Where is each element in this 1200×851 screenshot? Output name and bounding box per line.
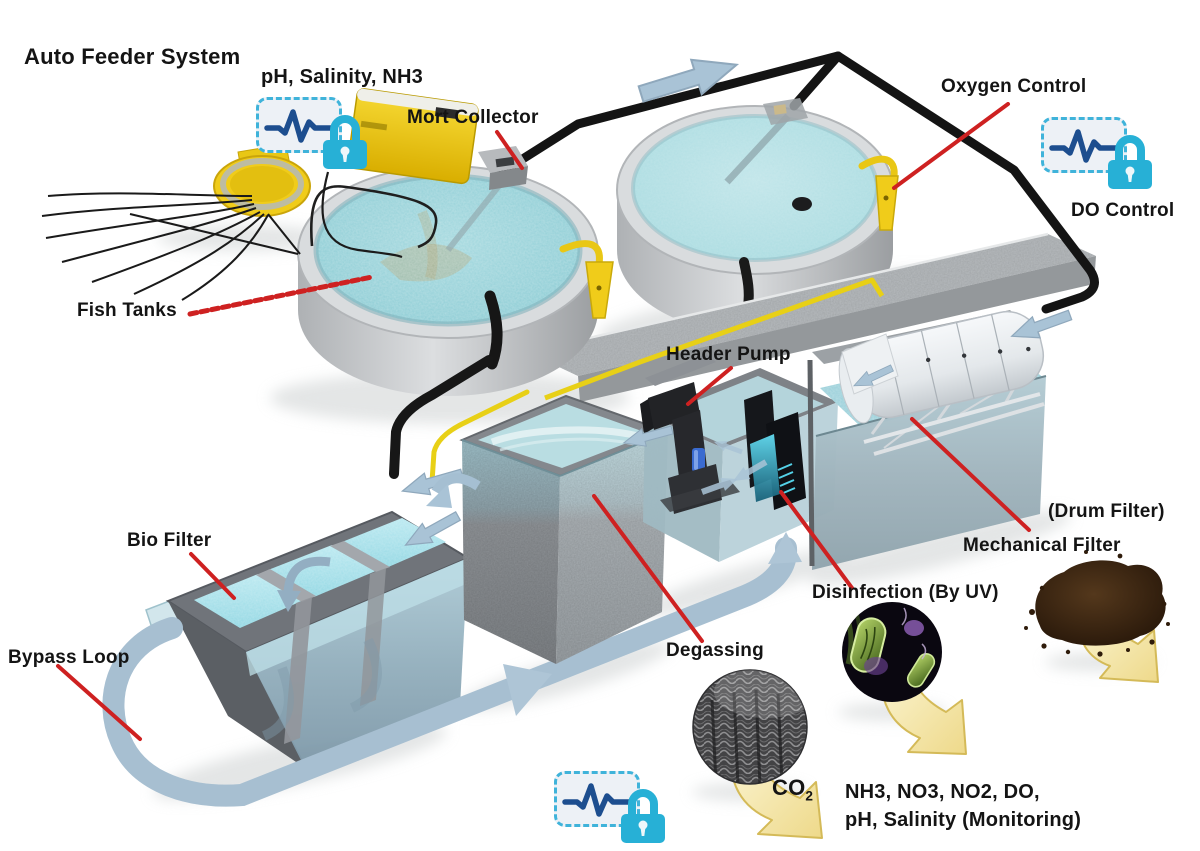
disinfection-pointer (779, 490, 854, 590)
label-mort-collector: Mort Collector (407, 107, 539, 128)
mort-collector-pointer (495, 130, 524, 170)
fish-tanks-pointer (187, 274, 375, 317)
bypass-return-arrowhead (768, 532, 802, 564)
oxygen-control-pointer (892, 102, 1010, 190)
label-degassing: Degassing (666, 640, 764, 661)
feed-wire (309, 185, 438, 249)
bio-filter-pointer (189, 552, 236, 600)
label-oxygen-control: Oxygen Control (941, 76, 1087, 97)
tank2-inlet-box (763, 98, 808, 125)
oxygen-diffuser-tank2 (858, 155, 899, 231)
annotation-lines (56, 102, 1031, 741)
label-disinfection-by-uv: Disinfection (By UV) (812, 582, 999, 603)
yellow-oxygen-pipe (544, 277, 885, 401)
pump-sump (640, 354, 838, 562)
oxygen-diffuser-tank1 (559, 240, 614, 319)
water-quality-monitor-sensor (256, 97, 367, 169)
tank1-standpipe (484, 290, 503, 370)
header-pump-pointer (686, 366, 733, 406)
mort-collector-device (478, 146, 528, 190)
padlock-icon (1108, 135, 1152, 189)
main-black-pipe (497, 51, 1099, 314)
label-mechanical-filter: Mechanical Filter (963, 535, 1121, 556)
yellow-pipe-elbow (429, 389, 530, 485)
uv-microbes-photo (842, 602, 942, 702)
label-do-control: DO Control (1071, 200, 1175, 221)
drum-filter-machine (838, 311, 1045, 456)
bypass-flow-arrowhead (503, 664, 552, 716)
label-auto-feeder-system: Auto Feeder System (24, 44, 241, 69)
label-co2: CO2 (772, 776, 813, 804)
bypass-loop-pointer (56, 664, 142, 741)
padlock-icon (323, 115, 367, 169)
co2-subscript: 2 (805, 788, 814, 804)
sensor-probe-cable (321, 171, 403, 259)
bypass-loop-pipe (102, 532, 802, 807)
feed-spray-lines (41, 192, 301, 301)
uv-disinfection-units (744, 390, 806, 510)
do-monitor-sensor (1041, 117, 1152, 189)
label-monitoring-line1: NH3, NO3, NO2, DO, (845, 781, 1040, 803)
degassing-tank (459, 394, 671, 664)
effluent-monitor-sensor (554, 771, 665, 843)
label-bypass-loop: Bypass Loop (8, 647, 130, 668)
label-bio-filter: Bio Filter (127, 530, 212, 551)
label-ph-salinity-nh3: pH, Salinity, NH3 (261, 66, 423, 88)
degassing-media-photo (692, 669, 808, 785)
label-monitoring-line2: pH, Salinity (Monitoring) (845, 809, 1082, 831)
fish-tank-1 (297, 165, 599, 396)
pulse-monitor-icon (554, 771, 640, 827)
label-drum-filter: (Drum Filter) (1048, 501, 1165, 522)
drain-pipe (389, 355, 494, 479)
label-header-pump: Header Pump (666, 344, 791, 365)
mechanical-filter-pointer (910, 417, 1031, 532)
tank2-inlet-branch (789, 51, 843, 111)
label-fish-tanks: Fish Tanks (77, 300, 177, 321)
walkway-platform (526, 232, 1096, 402)
padlock-icon (621, 789, 665, 843)
degassing-pointer (592, 494, 704, 643)
flow-arrows (398, 303, 1075, 556)
sludge-pile (1024, 550, 1170, 657)
co2-base: CO (772, 775, 806, 800)
pipe-network (389, 51, 1099, 485)
